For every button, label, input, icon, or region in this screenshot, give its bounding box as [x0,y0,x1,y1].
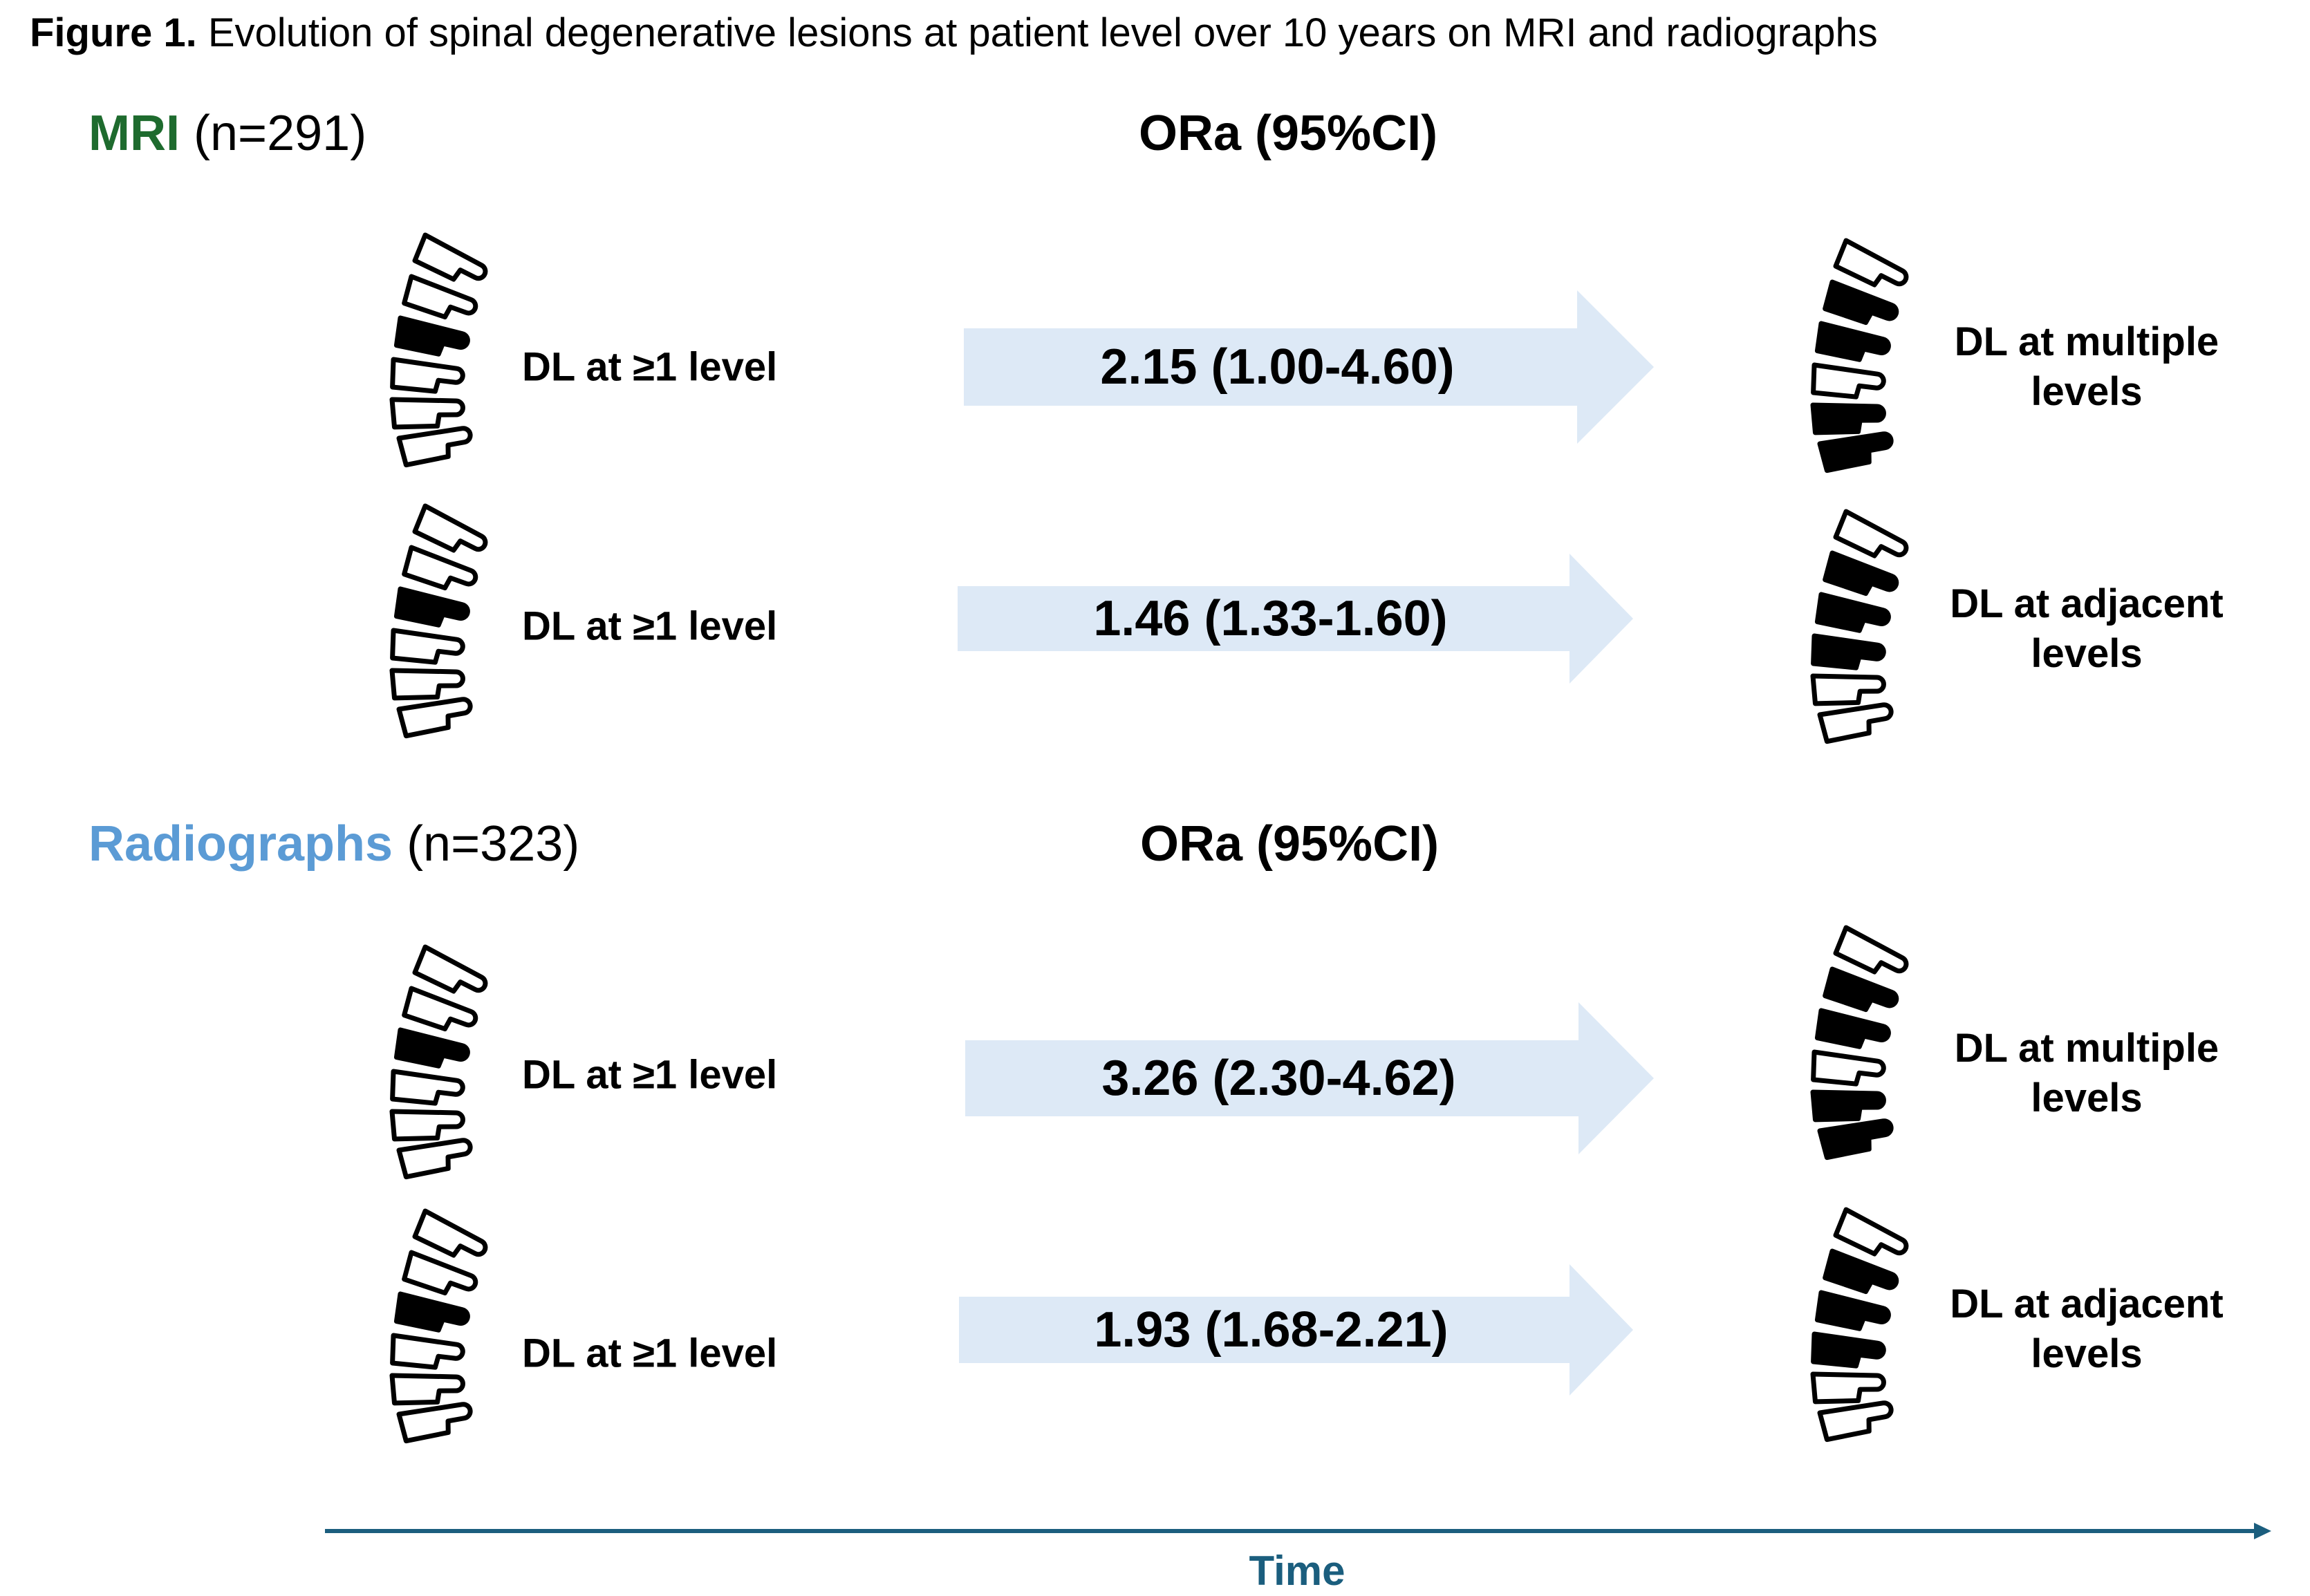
vertebra-normal [1810,673,1886,706]
spine-icon [389,503,488,739]
figure-title: Figure 1. Evolution of spinal degenerati… [30,10,1878,56]
figure-caption: Evolution of spinal degenerative lesions… [207,10,1878,55]
vertebra-normal [1817,1400,1894,1443]
vertebra-normal [389,1109,465,1142]
odds-ratio-value: 2.15 (1.00-4.60) [1100,339,1455,395]
vertebra-normal [1833,509,1909,558]
section-heading-radiographs: Radiographs (n=323) [89,816,579,872]
followup-label-line: DL at adjacent [1950,1282,2224,1326]
vertebra-normal [389,668,465,701]
vertebra-normal [402,1250,478,1296]
followup-label-line: DL at multiple [1954,319,2219,364]
vertebra-lesion [1811,633,1886,670]
spine-icon [389,232,488,468]
vertebra-normal [402,986,478,1032]
vertebra-normal [412,944,488,994]
vertebra-normal [390,357,465,394]
vertebra-normal [1811,362,1886,400]
followup-label-line: DL at multiple [1954,1026,2219,1071]
followup-label-line: levels [2031,369,2143,414]
vertebra-normal [412,503,488,553]
spine-icon-baseline [385,227,496,476]
modality-label: MRI [89,106,180,161]
figure-number: Figure 1. [30,10,197,55]
spine-icon-followup [1806,503,1917,752]
followup-label-line: levels [2031,1076,2143,1120]
odds-ratio-value: 1.93 (1.68-2.21) [1094,1302,1449,1358]
vertebra-normal [412,1208,488,1258]
odds-ratio-value: 1.46 (1.33-1.60) [1093,591,1448,646]
vertebra-lesion [1817,1118,1894,1161]
baseline-label: DL at ≥1 level [522,1052,778,1098]
spine-icon-baseline [385,939,496,1187]
vertebra-normal [396,697,473,739]
vertebra-normal [402,274,478,320]
followup-label-line: levels [2031,1331,2143,1376]
vertebra-normal [412,232,488,282]
ora-header: ORa (95%CI) [1139,816,1440,872]
vertebra-lesion [1823,550,1899,597]
followup-label: DL at adjacent levels [1907,1279,2266,1379]
vertebra-normal [396,1138,473,1180]
vertebra-lesion [1810,402,1886,435]
vertebra-lesion [1814,592,1891,633]
vertebra-normal [1810,1371,1886,1405]
spine-icon-baseline [385,1203,496,1452]
modality-label: Radiographs [89,816,393,872]
time-axis-label: Time [1249,1548,1345,1594]
spine-icon [1810,238,1909,473]
spine-icon-followup [1806,1201,1917,1450]
baseline-label: DL at ≥1 level [522,603,778,649]
vertebra-normal [390,1069,465,1106]
section-heading-mri: MRI (n=291) [89,105,366,162]
vertebra-normal [396,426,473,468]
time-axis-arrow [325,1523,2271,1539]
vertebra-normal [1833,1207,1909,1257]
vertebra-normal [1833,238,1909,288]
vertebra-normal [1811,1049,1886,1087]
vertebra-lesion [393,1027,470,1069]
vertebra-lesion [1810,1089,1886,1123]
baseline-label: DL at ≥1 level [522,1331,778,1376]
vertebra-normal [1817,702,1894,744]
vertebra-normal [389,397,465,430]
vertebra-normal [1833,925,1909,975]
vertebra-normal [390,1333,465,1370]
followup-label: DL at adjacent levels [1907,579,2266,679]
vertebra-lesion [1823,966,1899,1013]
sample-size: (n=323) [407,816,580,872]
vertebra-lesion [1823,1248,1899,1295]
vertebra-lesion [393,1291,470,1333]
spine-icon [1810,509,1909,744]
vertebra-lesion [1811,1331,1886,1369]
vertebra-lesion [1814,1290,1891,1331]
baseline-label: DL at ≥1 level [522,344,778,390]
vertebra-normal [402,545,478,591]
vertebra-lesion [1823,279,1899,326]
spine-icon-followup [1806,232,1917,481]
followup-label: DL at multiple levels [1907,1024,2266,1123]
vertebra-lesion [393,315,470,357]
spine-icon [389,944,488,1180]
odds-ratio-value: 3.26 (2.30-4.62) [1101,1051,1456,1106]
spine-icon [389,1208,488,1444]
spine-icon-baseline [385,498,496,747]
followup-label-line: levels [2031,631,2143,676]
vertebra-lesion [393,586,470,628]
vertebra-lesion [1814,321,1891,362]
followup-label: DL at multiple levels [1907,317,2266,417]
followup-label-line: DL at adjacent [1950,581,2224,626]
vertebra-normal [396,1402,473,1444]
ora-header: ORa (95%CI) [1138,106,1438,161]
vertebra-normal [390,628,465,665]
sample-size: (n=291) [194,106,367,161]
spine-icon [1810,1207,1909,1443]
vertebra-lesion [1814,1008,1891,1049]
spine-icon-followup [1806,919,1917,1168]
vertebra-normal [389,1373,465,1406]
vertebra-lesion [1817,431,1894,473]
spine-icon [1810,925,1909,1161]
